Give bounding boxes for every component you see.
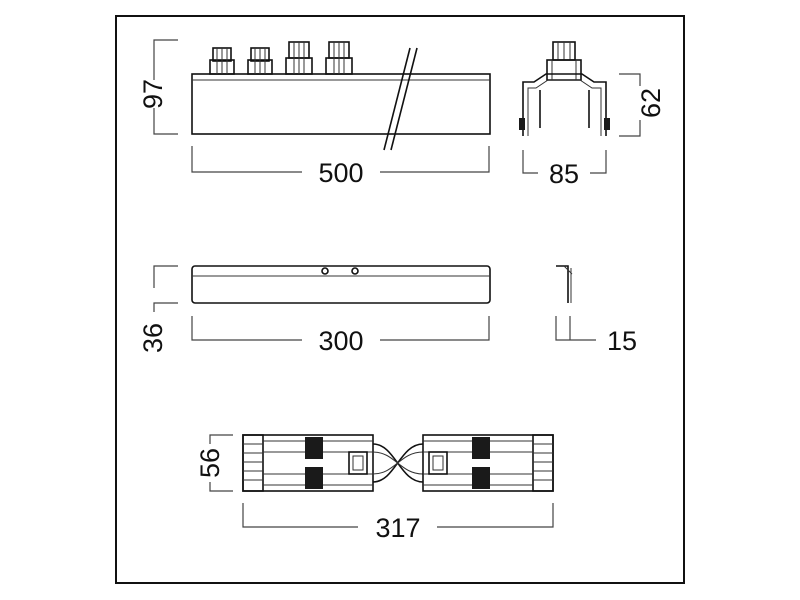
mounting-plate-side-view [191, 265, 491, 304]
dimension-15: 15 [555, 316, 637, 356]
dimension-97: 97 [138, 39, 178, 135]
mounting-hole-2 [351, 267, 359, 275]
dimension-62: 62 [619, 73, 666, 137]
drawing-border [115, 15, 685, 584]
dimension-label-85: 85 [549, 159, 579, 189]
housing-end-view [519, 41, 610, 136]
dimension-label-300: 300 [318, 326, 363, 356]
cable-gland-1 [209, 47, 235, 75]
break-line-b [390, 47, 418, 151]
housing-side-view [191, 41, 491, 151]
dimension-500: 500 [191, 146, 490, 188]
dimension-label-56: 56 [195, 448, 225, 478]
connector-top-view [242, 434, 554, 492]
cable-gland-3 [285, 41, 313, 75]
dimension-36: 36 [138, 265, 178, 353]
dimension-label-317: 317 [375, 513, 420, 543]
cable-gland-4 [325, 41, 353, 75]
dimension-label-500: 500 [318, 158, 363, 188]
dimension-label-62: 62 [636, 88, 666, 118]
break-line-a [383, 47, 411, 151]
cable-gland-2 [247, 47, 273, 75]
mounting-plate-end-view [556, 265, 573, 303]
dimension-300: 300 [191, 316, 490, 356]
dimension-317: 317 [242, 503, 554, 543]
dimension-label-15: 15 [607, 326, 637, 356]
dimension-label-97: 97 [138, 79, 168, 109]
dimension-56: 56 [195, 434, 233, 492]
dimension-label-36: 36 [138, 323, 168, 353]
mounting-hole-1 [321, 267, 329, 275]
dimension-85: 85 [522, 150, 607, 189]
